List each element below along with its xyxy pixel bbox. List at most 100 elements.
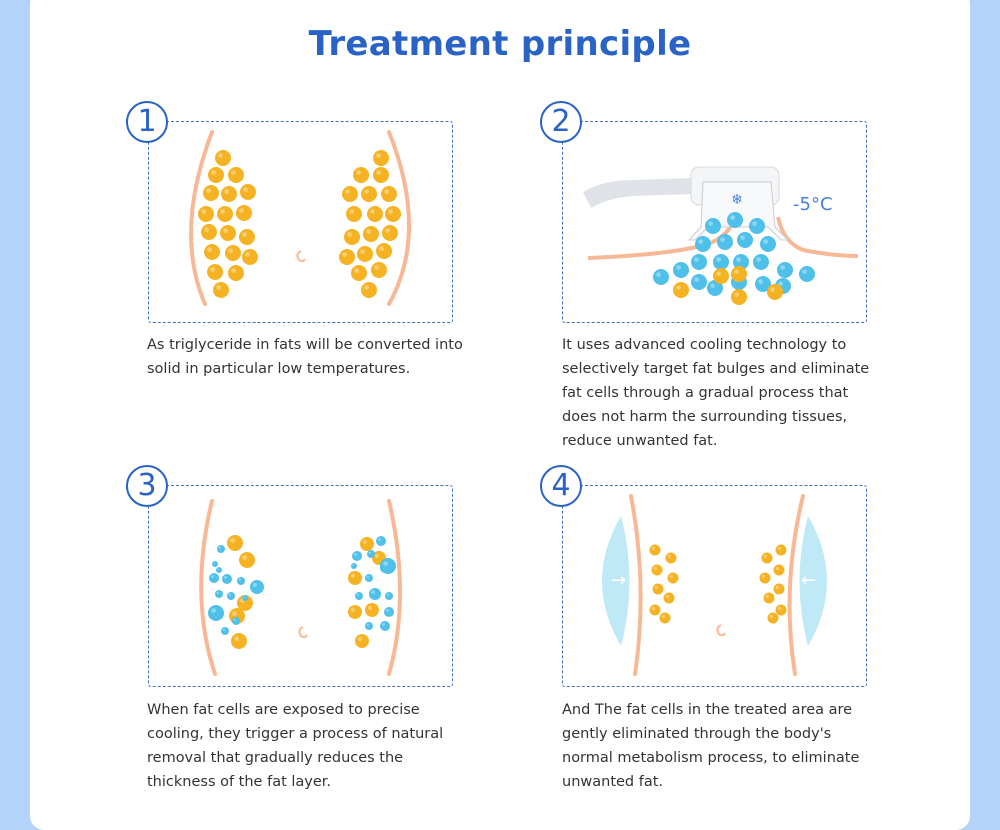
fat-cell (361, 282, 377, 298)
cell-highlight (233, 618, 236, 621)
frozen-cell (705, 218, 721, 234)
fat-cell (353, 167, 369, 183)
cell-highlight (366, 575, 369, 578)
cell-highlight (669, 574, 673, 578)
fat-cell (351, 265, 367, 281)
fat-cell (215, 150, 231, 166)
cell-highlight (758, 279, 763, 284)
step-number-badge: 2 (540, 101, 582, 143)
cell-highlight (224, 189, 229, 194)
step-2-illustration: ❄ -5°C (562, 121, 867, 323)
fat-cell (775, 604, 787, 616)
frozen-cell (365, 622, 373, 630)
cell-highlight (382, 623, 385, 626)
cell-highlight (716, 257, 721, 262)
skin-line (387, 130, 411, 306)
step-2-description: It uses advanced cooling technology to s… (562, 337, 870, 449)
cell-highlight (386, 609, 389, 612)
fat-cell (663, 592, 675, 604)
frozen-cell (380, 621, 390, 631)
fat-cell (242, 249, 258, 265)
fat-cell (673, 282, 689, 298)
cell-highlight (349, 209, 354, 214)
skin-line (787, 494, 805, 676)
cell-highlight (756, 257, 761, 262)
frozen-cell (215, 590, 223, 598)
fat-cell (659, 612, 671, 624)
frozen-cell (217, 545, 225, 553)
frozen-cell (221, 627, 229, 635)
cell-highlight (204, 227, 209, 232)
fat-cell (221, 186, 237, 202)
fat-cell (376, 243, 392, 259)
frozen-cell (727, 212, 743, 228)
fat-cell (731, 289, 747, 305)
cell-highlight (206, 188, 211, 193)
fat-cell (360, 537, 374, 551)
step-4-panel: →← 4 (540, 465, 867, 687)
step-3-panel: 3 (126, 465, 453, 687)
frozen-cell (242, 595, 248, 601)
fat-cell (208, 167, 224, 183)
fat-cell (339, 249, 355, 265)
cell-highlight (224, 576, 227, 579)
frozen-cell (352, 551, 362, 561)
frozen-cell (673, 262, 689, 278)
fat-cell (225, 245, 241, 261)
cell-highlight (207, 247, 212, 252)
frozen-cell (733, 254, 749, 270)
frozen-cell (713, 254, 729, 270)
frozen-cell (691, 254, 707, 270)
cooling-device-illustration: ❄ (583, 166, 859, 305)
fat-cell (361, 186, 377, 202)
fat-cell (767, 284, 783, 300)
cell-highlight (651, 546, 655, 550)
cell-highlight (376, 170, 381, 175)
cell-highlight (730, 215, 735, 220)
fat-cell (363, 226, 379, 242)
fat-cell (342, 186, 358, 202)
fat-cell (381, 186, 397, 202)
cell-highlight (378, 538, 381, 541)
cell-highlight (708, 221, 713, 226)
device-hose (583, 178, 693, 208)
cell-highlight (777, 546, 781, 550)
fat-cell (371, 262, 387, 278)
cooling-pad-left (602, 516, 630, 646)
cell-highlight (345, 189, 350, 194)
fat-cell (767, 612, 779, 624)
cell-highlight (665, 594, 669, 598)
cell-highlight (777, 606, 781, 610)
cell-highlight (775, 585, 779, 589)
cell-highlight (228, 593, 231, 596)
fat-cell (237, 595, 253, 611)
frozen-cell (737, 232, 753, 248)
fat-cell (236, 205, 252, 221)
cell-highlight (356, 593, 359, 596)
step-1-illustration (148, 121, 453, 323)
cell-highlight (211, 170, 216, 175)
cell-highlight (761, 574, 765, 578)
frozen-cell (760, 236, 776, 252)
cell-highlight (366, 229, 371, 234)
fat-cell (713, 268, 729, 284)
fat-cell (204, 244, 220, 260)
cell-highlight (694, 277, 699, 282)
frozen-cell (250, 580, 264, 594)
cell-highlight (654, 585, 658, 589)
cell-highlight (217, 568, 219, 570)
fat-cell (346, 206, 362, 222)
frozen-cell (222, 574, 232, 584)
fat-cell (373, 167, 389, 183)
cell-highlight (342, 252, 347, 257)
cell-highlight (379, 246, 384, 251)
fat-cell (773, 583, 785, 595)
cell-highlight (667, 554, 671, 558)
frozen-cell (376, 536, 386, 546)
fat-cell (365, 603, 379, 617)
cell-highlight (223, 228, 228, 233)
fat-cell (240, 184, 256, 200)
cell-highlight (385, 228, 390, 233)
cell-highlight (383, 561, 388, 566)
cell-highlight (763, 239, 768, 244)
